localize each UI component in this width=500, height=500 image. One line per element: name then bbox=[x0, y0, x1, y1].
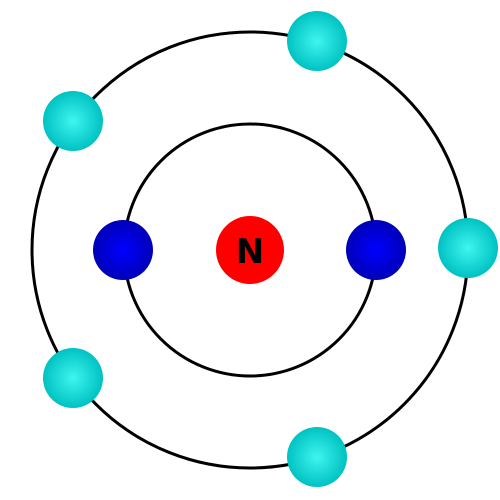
nucleus: N bbox=[216, 216, 284, 284]
electron bbox=[438, 218, 498, 278]
electron bbox=[43, 348, 103, 408]
electron bbox=[346, 220, 406, 280]
inner-shell-electrons bbox=[93, 220, 406, 280]
electron bbox=[93, 220, 153, 280]
nucleus-circle bbox=[216, 216, 284, 284]
electron bbox=[287, 427, 347, 487]
outer-shell-electrons bbox=[43, 11, 498, 487]
nucleus-symbol: N bbox=[236, 232, 264, 272]
electron bbox=[287, 11, 347, 71]
electron bbox=[43, 91, 103, 151]
